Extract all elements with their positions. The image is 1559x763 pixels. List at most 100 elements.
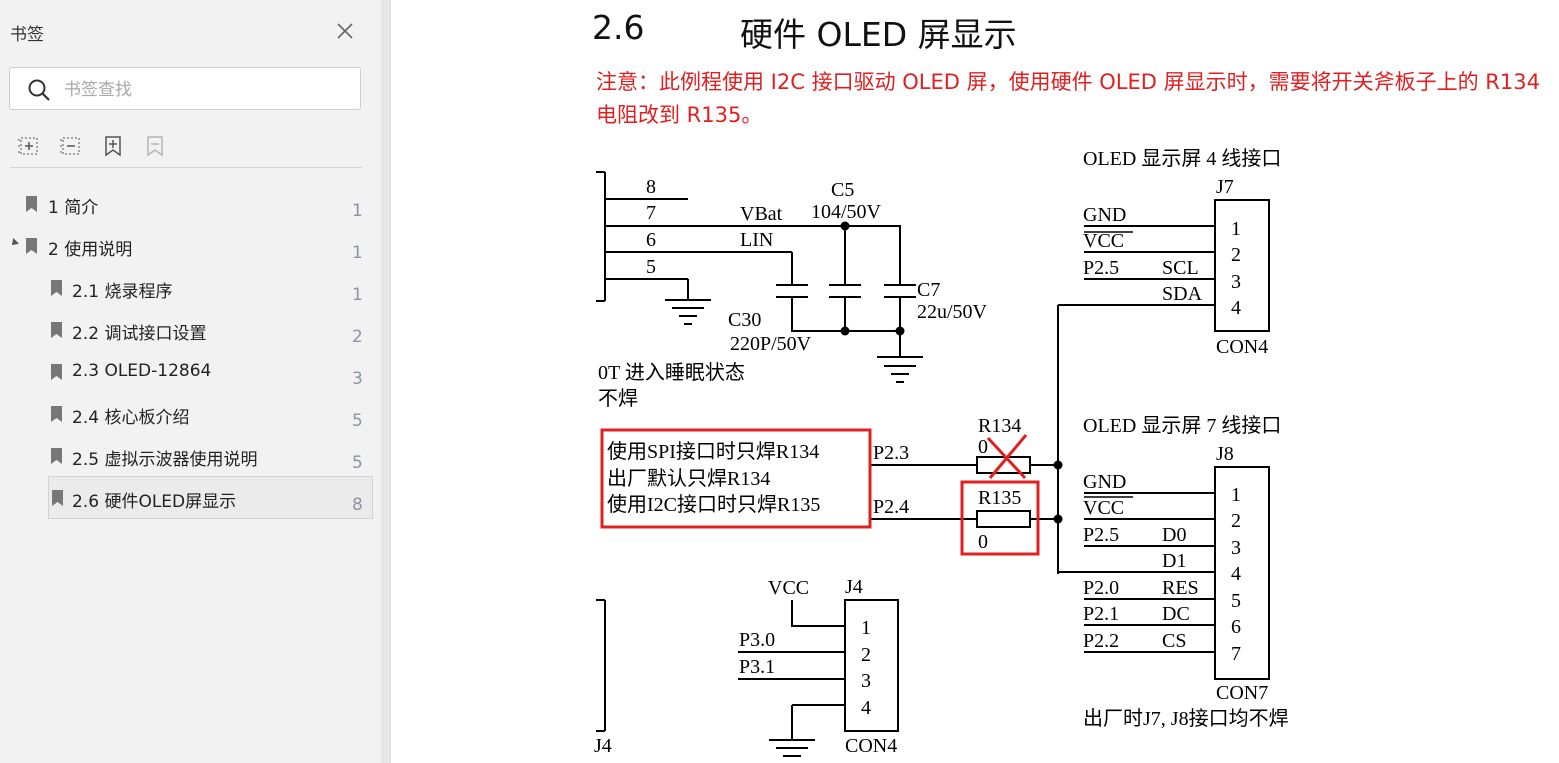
bookmark-page: 5: [352, 453, 363, 473]
bookmark-label: 2.2 调试接口设置: [72, 324, 207, 344]
j8-d1: D1: [1162, 550, 1186, 572]
r135-value: 0: [978, 531, 988, 553]
j4-p30: P3.0: [739, 629, 775, 651]
bookmark-sidebar: 书签 1 简介 1: [0, 0, 381, 763]
j8-vcc: VCC: [1083, 497, 1124, 519]
j8-dc: DC: [1162, 603, 1190, 625]
j8-pin-1: 1: [1231, 484, 1241, 506]
j4-vcc: VCC: [768, 577, 809, 599]
j8-gnd: GND: [1083, 471, 1126, 493]
bookmark-item-2-4[interactable]: 2.4 核心板介绍 5: [34, 394, 370, 434]
c30-label: C30: [728, 309, 761, 331]
j8-pin-2: 2: [1231, 510, 1241, 532]
con4-j7: CON4: [1216, 336, 1268, 358]
left-pin-6: 6: [646, 229, 656, 251]
bookmark-item-usage[interactable]: 2 使用说明 1: [10, 226, 370, 266]
left-pin-7: 7: [646, 202, 656, 224]
i2c-note: 使用I2C接口时只焊R135: [607, 493, 820, 516]
j7-label: J7: [1216, 176, 1234, 198]
document-page: [391, 0, 1559, 763]
section-title: 硬件 OLED 屏显示: [740, 15, 1017, 54]
no-solder-text: 不焊: [598, 387, 638, 410]
bookmark-icon: [51, 322, 62, 338]
search-input[interactable]: [62, 77, 346, 103]
bookmark-icon: [51, 448, 62, 464]
lin-label: LIN: [740, 229, 773, 251]
j7-pin-3: 3: [1231, 271, 1241, 293]
bookmark-icon: [51, 280, 62, 296]
bookmark-icon: [52, 490, 63, 506]
c5-value: 104/50V: [811, 201, 882, 223]
j8-pin-6: 6: [1231, 616, 1241, 638]
con4-j4: CON4: [845, 735, 897, 757]
j8-pin-7: 7: [1231, 643, 1241, 665]
bookmark-icon: [26, 238, 37, 254]
r135-highlight-box: [960, 480, 1040, 556]
bookmark-item-2-5[interactable]: 2.5 虚拟示波器使用说明 5: [34, 436, 370, 476]
r134-label: R134: [978, 415, 1021, 437]
cut-j4-label: J4: [594, 735, 612, 757]
j7-p25: P2.5: [1083, 257, 1119, 279]
factory-note: 出厂默认只焊R134: [607, 467, 770, 490]
bookmark-item-intro[interactable]: 1 简介 1: [10, 184, 370, 224]
j8-label: J8: [1216, 443, 1234, 465]
j7-pin-4: 4: [1231, 297, 1241, 319]
expand-all-icon[interactable]: [17, 134, 41, 158]
close-icon[interactable]: [334, 20, 356, 42]
warning-note: 注意：此例程使用 I2C 接口驱动 OLED 屏，使用硬件 OLED 屏显示时，…: [596, 70, 1540, 127]
bookmark-icon: [51, 406, 62, 422]
bookmark-item-2-1[interactable]: 2.1 烧录程序 1: [34, 268, 370, 308]
j8-res: RES: [1162, 577, 1199, 599]
bookmark-page: 8: [352, 495, 363, 515]
j4-label: J4: [845, 576, 863, 598]
j7-pin-1: 1: [1231, 218, 1241, 240]
bookmark-label: 2.6 硬件OLED屏显示: [72, 492, 237, 512]
j4-p31: P3.1: [739, 656, 775, 678]
p24-label: P2.4: [873, 496, 909, 518]
bookmark-page: 1: [352, 285, 363, 305]
j8-p20: P2.0: [1083, 577, 1119, 599]
spi-note: 使用SPI接口时只焊R134: [607, 440, 819, 463]
remove-bookmark-icon[interactable]: [143, 134, 167, 158]
add-bookmark-icon[interactable]: [101, 134, 125, 158]
j8-p22: P2.2: [1083, 630, 1119, 652]
j7-sda: SDA: [1162, 283, 1203, 305]
title-7wire: OLED 显示屏 7 线接口: [1083, 414, 1281, 437]
sidebar-splitter[interactable]: [381, 0, 391, 763]
schematic-diagram: OLED 显示屏 4 线接口 J7 GND VCC P2.5 SCL SDA 1…: [594, 147, 1289, 757]
bookmark-item-2-2[interactable]: 2.2 调试接口设置 2: [34, 310, 370, 350]
j4-pin-3: 3: [861, 670, 871, 692]
spi-i2c-note-box: [600, 428, 872, 529]
r134-value: 0: [978, 436, 988, 458]
sleep-text: 0T 进入睡眠状态: [598, 361, 745, 384]
bookmark-page: 1: [352, 201, 363, 221]
vbat-label: VBat: [740, 203, 783, 225]
j8-p21: P2.1: [1083, 603, 1119, 625]
bookmark-label: 2.5 虚拟示波器使用说明: [72, 450, 258, 470]
con7-j8: CON7: [1216, 682, 1268, 704]
j4-pin-1: 1: [861, 617, 871, 639]
j7-gnd: GND: [1083, 204, 1126, 226]
j7-pin-2: 2: [1231, 244, 1241, 266]
bookmark-icon: [51, 364, 62, 380]
bookmark-item-2-6[interactable]: 2.6 硬件OLED屏显示 8: [48, 476, 373, 519]
j8-pin-4: 4: [1231, 563, 1241, 585]
bookmark-label: 2.4 核心板介绍: [72, 408, 190, 428]
j8-cs: CS: [1162, 630, 1186, 652]
j7-scl: SCL: [1162, 257, 1199, 279]
bookmark-item-2-3[interactable]: 2.3 OLED-12864 3: [34, 352, 370, 392]
c30-value: 220P/50V: [730, 333, 812, 355]
j4-pin-2: 2: [861, 644, 871, 666]
j4-pin-4: 4: [861, 697, 871, 719]
collapse-all-icon[interactable]: [59, 134, 83, 158]
j8-d0: D0: [1162, 524, 1186, 546]
sidebar-title: 书签: [10, 25, 44, 45]
bookmark-page: 1: [352, 243, 363, 263]
sidebar-divider: [10, 167, 362, 168]
search-icon: [28, 79, 50, 101]
bookmark-page: 3: [352, 369, 363, 389]
bookmark-page: 5: [352, 411, 363, 431]
bookmark-label: 2.3 OLED-12864: [72, 361, 212, 381]
bookmark-search[interactable]: [9, 67, 361, 110]
bookmark-page: 2: [352, 327, 363, 347]
